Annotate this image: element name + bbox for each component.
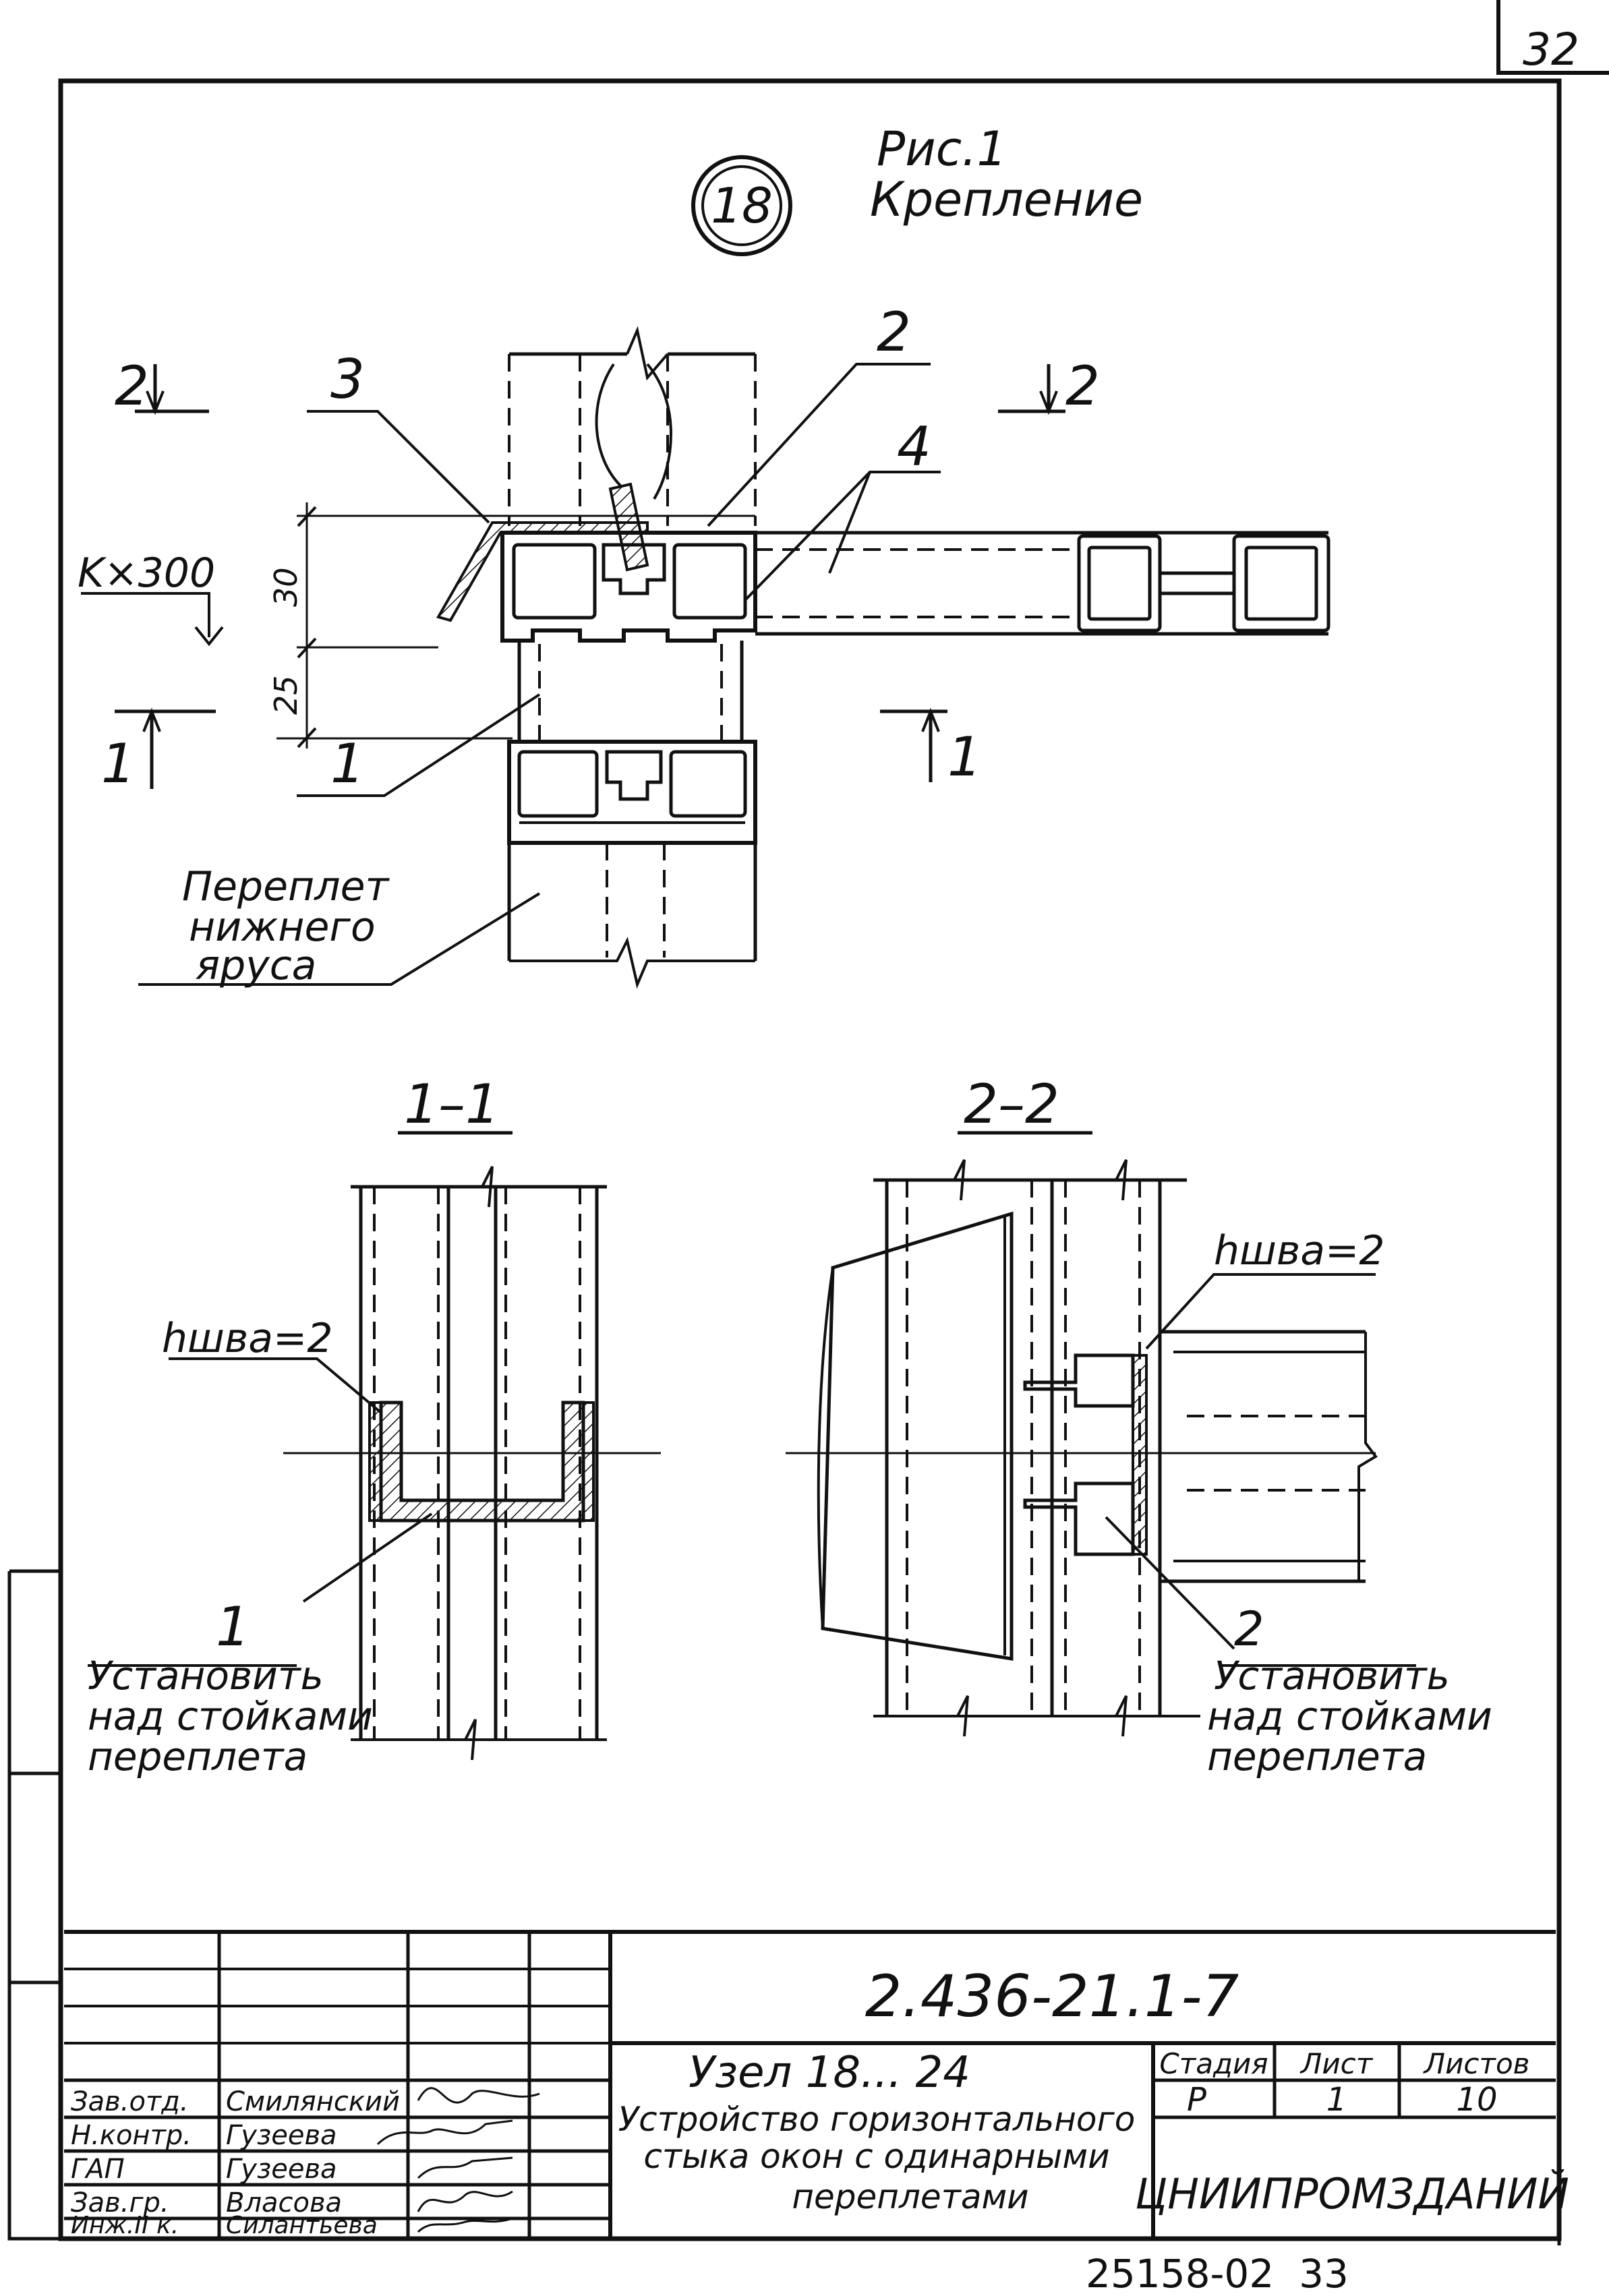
role-label: Инж.II к. — [71, 2212, 179, 2239]
section-marker-1-left: 1 — [101, 732, 136, 795]
stage-value: Р — [1187, 2081, 1206, 2119]
callout-3: 3 — [330, 348, 365, 411]
role-label: Н.контр. — [71, 2120, 192, 2151]
section-marker-1-right: 1 — [947, 726, 982, 788]
install-note-right-line1: Установить — [1214, 1653, 1450, 1699]
person-name: Гузеева — [226, 2120, 337, 2151]
role-label: Зав.отд. — [71, 2086, 189, 2117]
spacing-label: K×300 — [78, 550, 215, 597]
figure-caption-line1: Рис.1 — [877, 121, 1007, 177]
signature-row: ГАП Гузеева — [71, 2154, 513, 2185]
role-label: Зав.гр. — [71, 2187, 169, 2218]
signature-row: Зав.отд. Смилянский — [71, 2086, 540, 2117]
dim-30: 30 — [268, 567, 304, 607]
install-note-right-line3: переплета — [1207, 1734, 1427, 1779]
stage-header: Стадия — [1159, 2047, 1268, 2080]
lower-tier-note-line1: Переплет — [182, 863, 390, 910]
drawing-frame — [7, 78, 1562, 2245]
signature-row: Зав.гр. Власова — [71, 2187, 513, 2218]
sheets-value: 10 — [1456, 2081, 1497, 2119]
section-2-2-title: 2–2 — [964, 1073, 1059, 1136]
description-line1: Устройство горизонтального — [618, 2100, 1136, 2139]
section-2-2: 2–2 hшва=2 2 Установи — [786, 1073, 1492, 1779]
section-marker-2-left: 2 — [115, 355, 149, 417]
role-label: ГАП — [71, 2154, 125, 2185]
person-name: Смилянский — [226, 2086, 400, 2117]
node-title: Узел 18... 24 — [689, 2048, 970, 2098]
install-note-left-line1: Установить — [88, 1653, 324, 1699]
install-note-right-line2: над стойками — [1207, 1693, 1492, 1739]
figure-header: 18 Рис.1 Крепление — [691, 121, 1143, 256]
description-line3: переплетами — [792, 2177, 1028, 2216]
sheet-number-box: 32 — [1496, 0, 1609, 76]
signature-row: Инж.II к. Силантьева — [71, 2212, 513, 2239]
sheet-number: 32 — [1523, 24, 1579, 76]
install-note-left-line3: переплета — [88, 1734, 308, 1779]
lower-tier-note-line2: нижнего — [189, 904, 376, 951]
sheet-header: Лист — [1299, 2047, 1374, 2080]
callout-1-section: 1 — [216, 1595, 250, 1658]
callout-1-top: 1 — [330, 732, 365, 795]
thickness-label-right: hшва=2 — [1214, 1227, 1385, 1274]
organization: ЦНИИПРОМЗДАНИЙ — [1135, 2169, 1569, 2218]
section-marker-2-right: 2 — [1065, 355, 1100, 417]
section-1-1-title: 1–1 — [404, 1073, 500, 1136]
callout-2-top: 2 — [877, 301, 911, 363]
title-block: 2.436-21.1-7 Узел 18... 24 Устройство го… — [64, 1930, 1569, 2239]
callout-2-section: 2 — [1234, 1601, 1264, 1657]
sheets-header: Листов — [1423, 2047, 1530, 2080]
person-name: Гузеева — [226, 2154, 337, 2185]
person-name: Власова — [226, 2187, 342, 2218]
signature-row: Н.контр. Гузеева — [71, 2119, 513, 2151]
dim-25: 25 — [268, 675, 304, 715]
install-note-left-line2: над стойками — [88, 1693, 373, 1739]
thickness-label-left: hшва=2 — [162, 1315, 333, 1362]
joint-plan-view: 30 25 K×300 2 2 1 1 3 2 4 1 Переплет — [78, 301, 1330, 989]
figure-caption-line2: Крепление — [870, 172, 1143, 227]
document-designation: 2.436-21.1-7 — [865, 1963, 1239, 2030]
person-name: Силантьева — [226, 2212, 378, 2239]
callout-4: 4 — [897, 415, 931, 478]
section-1-1: 1–1 hшва=2 1 Установить над стойками пер… — [88, 1073, 661, 1779]
footer-code: 25158-02 33 — [1086, 2251, 1349, 2296]
description-line2: стыка окон с одинарными — [643, 2137, 1109, 2176]
sheet-value: 1 — [1326, 2081, 1347, 2119]
node-number: 18 — [711, 177, 773, 234]
lower-tier-note-line3: яруса — [196, 942, 316, 989]
